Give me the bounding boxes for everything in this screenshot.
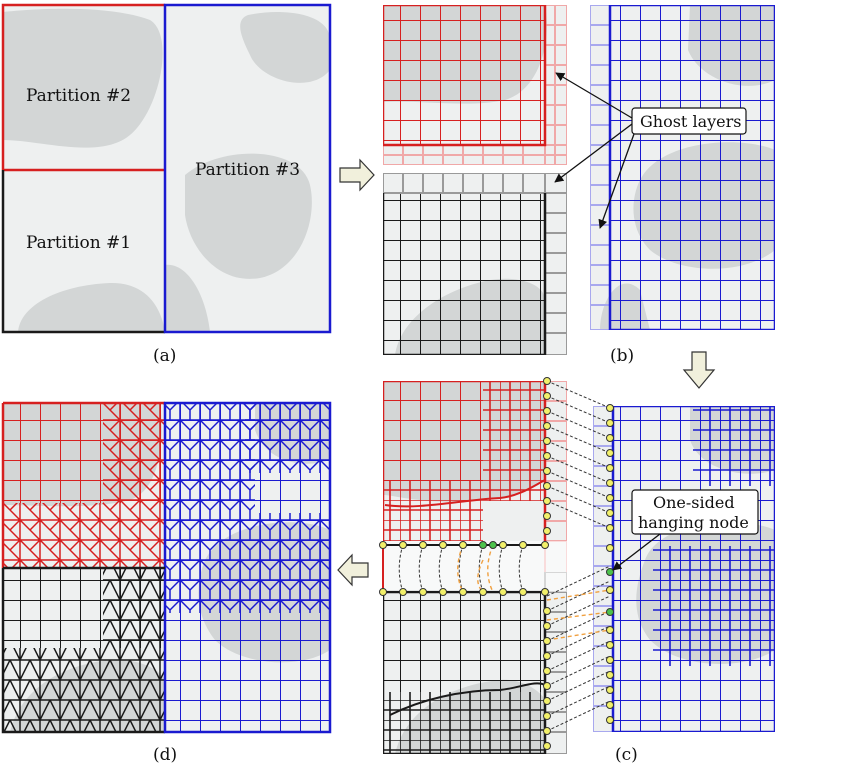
- panel-b: Ghost layers (b): [383, 5, 775, 366]
- hanging-nodes-green: [479, 541, 614, 616]
- panel-a: Partition #2 Partition #3 Partition #1 (…: [1, 3, 332, 366]
- partition-1-mesh: [383, 173, 567, 355]
- partition-2-label: Partition #2: [26, 86, 131, 106]
- partition-2-mesh: [383, 5, 567, 165]
- region-blob-top-right: [240, 11, 330, 83]
- hanging-node-arrow: [612, 533, 661, 571]
- refined-partition-3-mesh: [593, 406, 775, 732]
- ghost-arrow-to-blue: [598, 133, 635, 229]
- partition-1-border: [1, 170, 165, 334]
- ghost-layers-label: Ghost layers: [640, 112, 741, 131]
- orange-dashed-connectors: [546, 589, 611, 641]
- region-blob-bottom-left: [18, 282, 165, 332]
- panel-d: (d): [1, 401, 332, 765]
- ghost-layers-callout-box: [631, 107, 747, 135]
- hanging-node-callout-box: [631, 489, 759, 535]
- ghost-arrow-to-black: [554, 123, 633, 183]
- arrow-down-icon: [682, 351, 716, 389]
- caption-b: (b): [610, 346, 634, 366]
- arrow-left-icon: [337, 553, 369, 587]
- hanging-node-label-line1: One-sided: [653, 493, 735, 512]
- region-blob-bottom-middle: [165, 264, 210, 332]
- region-blob-middle-right: [185, 153, 312, 279]
- partition-2-border: [1, 3, 165, 170]
- partition-3-label: Partition #3: [195, 160, 300, 180]
- final-partition-1-mesh: [3, 568, 165, 732]
- partition-3-border: [163, 3, 332, 334]
- partition-3-mesh: [590, 5, 775, 330]
- arrow-right-icon: [339, 158, 375, 192]
- interface-strip: [383, 541, 567, 592]
- region-blob-top-left: [3, 8, 163, 148]
- final-partition-2-mesh: [3, 403, 165, 568]
- caption-d: (d): [153, 745, 177, 765]
- hanging-nodes: [379, 377, 614, 750]
- final-partition-1-border: [1, 568, 165, 734]
- ghost-arrow-to-red: [555, 72, 633, 119]
- caption-a: (a): [153, 346, 176, 366]
- panel-c: One-sided hanging node (c): [379, 377, 775, 765]
- caption-c: (c): [615, 745, 638, 765]
- final-partition-3-mesh: [165, 403, 330, 732]
- final-partition-2-border: [1, 401, 165, 568]
- refined-partition-1-mesh: [383, 572, 567, 754]
- hanging-node-label-line2: hanging node: [638, 513, 749, 532]
- partition-1-label: Partition #1: [26, 233, 131, 253]
